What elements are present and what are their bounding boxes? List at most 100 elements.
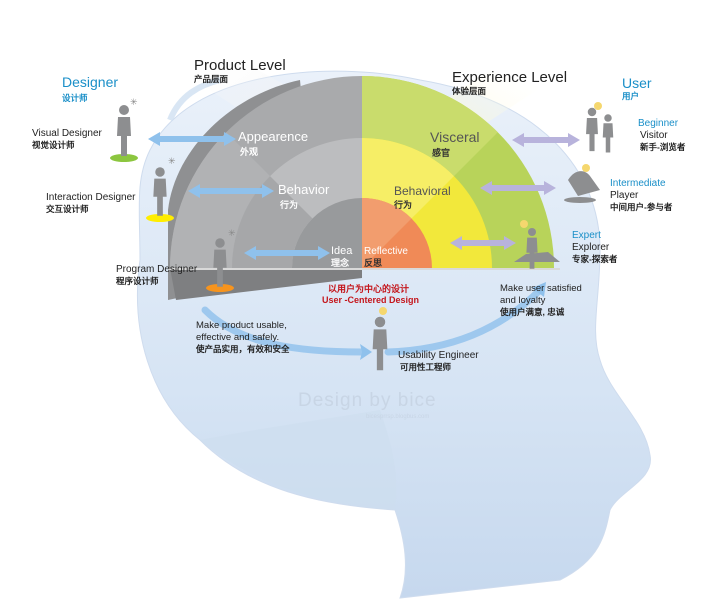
player-figure [568,171,600,196]
program-designer-idea-icon: ✳ [228,228,236,238]
explorer-label-cn: 专家-探索者 [572,254,618,264]
visitor-figure-adult [586,107,598,152]
interaction-designer-label-cn: 交互设计师 [46,204,89,214]
right-cycle-arrowhead [532,282,546,297]
program-designer-figure-body [213,249,227,287]
appearance-sector-shade [170,132,271,268]
interaction-designer-label: Interaction Designer [46,192,136,203]
visual-designer-figure-head [119,105,129,115]
program-designer-label-cn: 程序设计师 [116,276,159,286]
experience-level-title: Experience Level [452,69,567,86]
explorer-label: Explorer [572,242,610,253]
behavior-sector-shade [232,176,313,268]
program-idea-arrow [244,246,330,260]
interaction-designer-figure-body [153,178,167,216]
behavioral-layer-label: Behavioral [394,184,451,198]
program-designer-pad [206,284,234,292]
visitor-label-cn: 新手-浏览者 [640,142,686,152]
visitor-figure-adult-head [587,107,597,117]
explorer-figure [526,228,538,269]
reflective-layer-label: Reflective [364,246,408,257]
appearance-layer-label-cn: 外观 [239,146,258,157]
player-board-icon [564,197,596,203]
program-designer-figure [213,238,227,287]
visual-designer-label: Visual Designer [32,128,103,139]
behavioral-layer-label-cn: 行为 [393,199,412,210]
reflective-expert-arrow [450,236,516,250]
usability-engineer-label-cn: 可用性工程师 [400,362,452,372]
user-centered-design-label: User -Centered Design [322,295,419,305]
right-goal-line2: and loyalty [500,295,546,306]
flow-arrows [148,77,580,360]
experience-level-title-cn: 体验层面 [452,86,487,96]
program-designer-figure-head [215,238,225,248]
interaction-behavior-arrow [188,184,274,198]
visual-appearance-arrow [148,132,236,146]
behavioral-sector-shade [362,138,454,219]
expert-level-label: Expert [572,230,601,241]
interaction-designer-pad [146,214,174,222]
visual-designer-idea-icon: ✳ [130,97,138,107]
designer-title: Designer [62,74,118,90]
left-goal-line1: Make product usable, [196,320,287,331]
idea-layer-label-cn: 理念 [331,257,349,268]
visceral-sector-shade [362,76,498,177]
left-cycle-arrowhead [360,344,372,360]
visual-designer-figure-body [117,117,131,156]
intermediate-level-label: Intermediate [610,178,666,189]
explorer-smile-icon [520,220,528,228]
top-cycle-arc [167,77,221,122]
player-smile-icon [582,164,590,172]
usability-engineer-figure [372,316,388,371]
visitor-label: Visitor [640,130,668,141]
player-label-cn: 中间用户-参与者 [610,202,673,212]
interaction-designer-figure [153,167,167,216]
reflective-sector-shade [362,198,412,268]
visitor-figure-child-body [602,123,614,153]
appearance-layer-label: Appearence [238,129,308,144]
interaction-designer-idea-icon: ✳ [168,156,176,166]
visual-designer-label-cn: 视觉设计师 [32,140,75,150]
credit-watermark: Design by bice [298,390,437,411]
usability-engineer-figure-body [372,329,388,371]
left-cycle-arrow [201,306,366,356]
people-figures: ✳ ✳ ✳ [110,97,614,371]
right-goal-line1: Make user satisfied [500,283,582,294]
designer-title-cn: 设计师 [62,93,88,103]
program-designer-label: Program Designer [116,264,198,275]
explorer-mound-icon [514,252,560,262]
left-goal-cn: 使产品实用，有效和安全 [195,344,290,354]
visitor-figure-child [602,114,614,153]
explorer-figure-body [526,237,538,269]
visitor-figure-adult-body [586,117,598,152]
behavior-layer-label: Behavior [278,182,330,197]
product-level-title: Product Level [194,57,286,74]
behavioral-intermediate-arrow [480,181,556,195]
left-goal-line2: effective and safely. [196,332,279,343]
idea-layer-label: Idea [331,245,353,257]
user-title: User [622,75,652,91]
visceral-beginner-arrow [512,133,580,147]
interaction-designer-figure-head [155,167,165,177]
visceral-layer-label: Visceral [430,129,480,145]
right-goal-cn: 使用户满意, 忠诚 [499,307,565,317]
usability-engineer-label: Usability Engineer [398,350,479,361]
player-label: Player [610,190,639,201]
reflective-layer-label-cn: 反思 [364,257,382,268]
product-level-title-cn: 产品层面 [194,74,229,84]
brain-base-line [168,268,560,270]
visual-designer-figure [117,105,131,156]
usability-engineer-idea-icon [379,307,387,315]
behavior-layer-label-cn: 行为 [279,199,298,210]
beginner-level-label: Beginner [638,118,679,129]
user-title-cn: 用户 [621,91,639,101]
visitor-smile-icon [594,102,602,110]
visitor-figure-child-head [604,114,612,122]
credit-url: bicesprrsp.blogbus.com [366,414,429,420]
visual-designer-pad [110,154,138,162]
explorer-figure-head [528,228,536,236]
right-cycle-arrow [384,286,544,356]
head-jaw-shadow [200,410,397,510]
user-centered-design-label-cn: 以用户为中心的设计 [328,283,409,294]
